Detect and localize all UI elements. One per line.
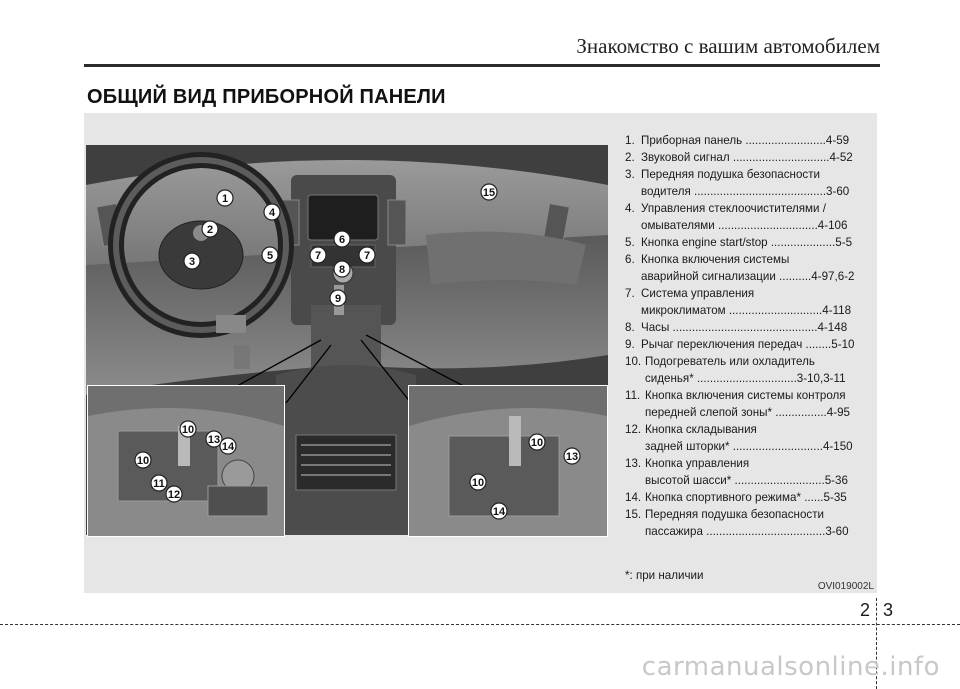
legend-item: 13.Кнопка управления xyxy=(625,457,750,470)
left-callout-10b: 10 xyxy=(137,455,149,467)
left-callout-10: 10 xyxy=(182,424,194,436)
legend-item: сиденья* ...............................… xyxy=(645,372,846,385)
figure-code: OVI019002L xyxy=(817,581,874,592)
section-title: ОБЩИЙ ВИД ПРИБОРНОЙ ПАНЕЛИ xyxy=(87,86,446,108)
legend-item: 4.Управления стеклоочистителями / xyxy=(625,202,826,215)
legend-item: омывателями ............................… xyxy=(641,219,848,232)
right-callout-10: 10 xyxy=(531,437,543,449)
legend-item: высотой шасси* .........................… xyxy=(645,474,848,487)
legend-item: микроклиматом ..........................… xyxy=(641,304,852,317)
right-console-inset: 10 13 10 14 xyxy=(408,385,608,537)
legend-item: 2.Звуковой сигнал ......................… xyxy=(625,151,853,164)
callout-15: 15 xyxy=(483,187,495,199)
legend-item: пассажира ..............................… xyxy=(645,525,849,538)
right-callout-14: 14 xyxy=(493,506,506,518)
callout-1: 1 xyxy=(222,193,228,205)
page-chapter-number: 2 xyxy=(860,600,871,620)
left-console-inset: 10 13 14 10 11 12 xyxy=(87,385,285,537)
legend-item: 12.Кнопка складывания xyxy=(625,423,757,436)
callout-9: 9 xyxy=(335,293,341,305)
legend-item: 14.Кнопка спортивного режима* ......5-35 xyxy=(625,491,847,504)
callout-2: 2 xyxy=(207,224,213,236)
legend-item: 15.Передняя подушка безопасности xyxy=(625,508,824,521)
chapter-title: Знакомство с вашим автомобилем xyxy=(576,34,880,58)
legend-item: 10.Подогреватель или охладитель xyxy=(625,355,815,368)
callout-7-right: 7 xyxy=(364,250,370,262)
page-number-divider xyxy=(876,598,877,689)
legend-item: задней шторки* .........................… xyxy=(645,440,853,453)
legend-item: передней слепой зоны* ................4-… xyxy=(645,406,850,419)
legend-item: 9.Рычаг переключения передач ........5-1… xyxy=(625,338,855,351)
legend-item: 8.Часы .................................… xyxy=(625,321,848,334)
legend-item: водителя ...............................… xyxy=(641,185,850,198)
left-callout-13: 13 xyxy=(208,434,220,446)
left-callout-11: 11 xyxy=(153,478,165,490)
header-rule xyxy=(84,64,880,67)
legend-item: 6.Кнопка включения системы xyxy=(625,253,790,266)
callout-5: 5 xyxy=(267,250,273,262)
legend-item: 7.Система управления xyxy=(625,287,755,300)
callout-3: 3 xyxy=(189,256,195,268)
left-callout-14: 14 xyxy=(222,441,235,453)
watermark: carmanualsonline.info xyxy=(641,652,940,682)
legend-item: 5.Кнопка engine start/stop .............… xyxy=(625,236,853,249)
legend-item: 11.Кнопка включения системы контроля xyxy=(625,389,846,402)
dashboard-illustration: 1 2 3 4 5 6 7 7 8 9 15 xyxy=(86,145,608,535)
footer-rule xyxy=(0,624,960,625)
legend-item: 1.Приборная панель .....................… xyxy=(625,134,850,147)
right-callout-13: 13 xyxy=(566,451,578,463)
callout-7-left: 7 xyxy=(315,250,321,262)
legend-item: 3.Передняя подушка безопасности xyxy=(625,168,820,181)
component-legend: 1.Приборная панель .....................… xyxy=(625,132,869,540)
page-number: 3 xyxy=(883,600,894,620)
callout-6: 6 xyxy=(339,234,345,246)
legend-item: аварийной сигнализации ..........4-97,6-… xyxy=(641,270,855,283)
right-callout-10b: 10 xyxy=(472,477,484,489)
main-callouts: 1 2 3 4 5 6 7 7 8 9 15 xyxy=(183,183,498,307)
callout-4: 4 xyxy=(269,207,276,219)
left-callout-12: 12 xyxy=(168,489,180,501)
footnote: *: при наличии xyxy=(625,569,704,582)
callout-8: 8 xyxy=(339,264,345,276)
